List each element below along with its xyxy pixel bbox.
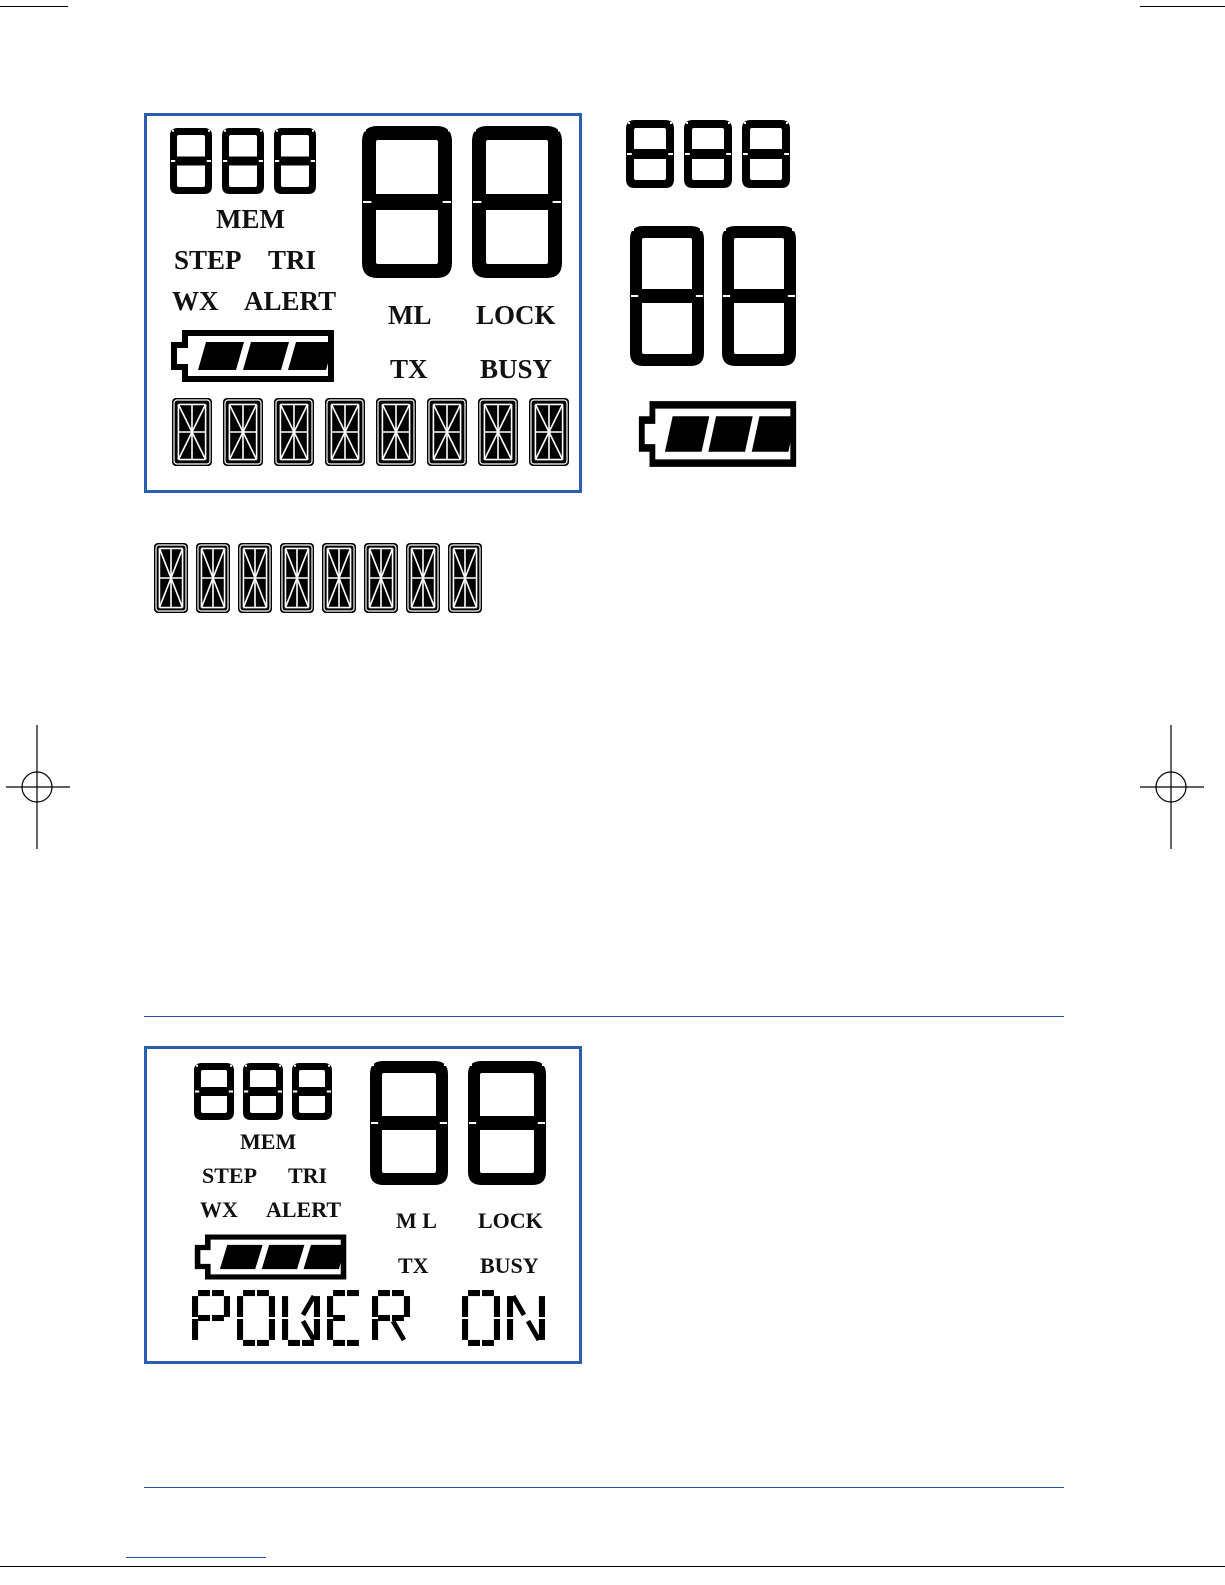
- sixteen-segment-character: [154, 543, 188, 613]
- label-step: STEP: [174, 247, 242, 274]
- battery-bar: [220, 1245, 263, 1269]
- seven-segment-digits: [370, 1061, 546, 1185]
- sixteen-segment-character: [282, 1296, 320, 1346]
- panel1-small-digits: [170, 128, 316, 199]
- sixteen-segment-display: [154, 543, 482, 613]
- section-divider: [144, 1487, 1064, 1488]
- label-step: STEP: [202, 1165, 257, 1187]
- crop-mark-top-right: [1140, 6, 1225, 7]
- sixteen-segment-character: [192, 1290, 230, 1340]
- seven-segment-digit: [222, 128, 264, 194]
- seven-segment-digit: [626, 120, 674, 188]
- battery-icon: [168, 326, 338, 386]
- battery-icon: [192, 1231, 350, 1283]
- seven-segment-digit: [274, 128, 316, 194]
- battery-bar: [243, 342, 289, 370]
- battery-bar: [665, 416, 709, 451]
- seven-segment-digit: [170, 128, 212, 194]
- seven-segment-digit: [468, 1061, 546, 1185]
- label-tx: TX: [398, 1255, 429, 1277]
- battery-bar: [708, 416, 752, 451]
- battery-icon: [636, 396, 800, 472]
- label-mem: MEM: [216, 206, 285, 233]
- seven-segment-digit: [742, 120, 790, 188]
- registration-crosshair-icon: [6, 725, 70, 849]
- sixteen-segment-character: [280, 543, 314, 613]
- crop-mark-bottom: [0, 1566, 1225, 1567]
- seven-segment-digit: [472, 126, 562, 278]
- seven-segment-digits: [194, 1063, 332, 1120]
- label-lock: LOCK: [476, 302, 556, 329]
- label-alert: ALERT: [266, 1199, 341, 1221]
- label-busy: BUSY: [480, 356, 552, 383]
- sixteen-segment-character: [507, 1296, 545, 1340]
- seven-segment-digit: [194, 1063, 234, 1120]
- panel2-power-on-display: [192, 1290, 545, 1351]
- label-wx: WX: [172, 288, 219, 315]
- battery-bar: [288, 342, 334, 370]
- label-tri: TRI: [288, 1165, 327, 1187]
- registration-crosshair-icon: [1140, 725, 1204, 849]
- sixteen-segment-character: [448, 543, 482, 613]
- sixteen-segment-character: [376, 398, 416, 466]
- panel1-alphanumeric-display: [172, 398, 569, 471]
- panel2-small-digits: [194, 1063, 332, 1125]
- seven-segment-digits: [630, 226, 796, 366]
- crop-mark-top-left: [0, 6, 68, 7]
- seven-segment-digits: [170, 128, 316, 194]
- sixteen-segment-character: [237, 1290, 275, 1346]
- label-ml: M L: [396, 1210, 437, 1232]
- crop-mark-bottom-short: [126, 1557, 266, 1558]
- battery-bar: [304, 1245, 347, 1269]
- section-divider: [144, 1016, 1064, 1017]
- seven-segment-digits: [626, 120, 790, 188]
- sixteen-segment-character: [322, 543, 356, 613]
- sixteen-segment-character: [478, 398, 518, 466]
- standalone-alphanumeric-display: [154, 543, 482, 618]
- seven-segment-digit: [722, 226, 796, 366]
- label-lock: LOCK: [478, 1210, 543, 1232]
- seven-segment-digit: [370, 1061, 448, 1185]
- seven-segment-digit: [243, 1063, 283, 1120]
- label-ml: ML: [388, 302, 432, 329]
- panel2-big-digits: [370, 1061, 546, 1190]
- label-wx: WX: [200, 1199, 238, 1221]
- label-busy: BUSY: [480, 1255, 539, 1277]
- sixteen-segment-character: [238, 543, 272, 613]
- sixteen-segment-character: [427, 398, 467, 466]
- battery-bar: [198, 342, 244, 370]
- label-mem: MEM: [240, 1131, 296, 1153]
- sixteen-segment-character: [172, 398, 212, 466]
- seven-segment-digit: [684, 120, 732, 188]
- sixteen-segment-character: [327, 1290, 359, 1346]
- label-alert: ALERT: [244, 288, 336, 315]
- standalone-big-digits: [630, 226, 796, 371]
- sixteen-segment-character: [196, 543, 230, 613]
- sixteen-segment-character: [462, 1290, 500, 1346]
- standalone-small-digits: [626, 120, 790, 193]
- sixteen-segment-character: [529, 398, 569, 466]
- sixteen-segment-character: [325, 398, 365, 466]
- sixteen-segment-character: [274, 398, 314, 466]
- seven-segment-digit: [630, 226, 704, 366]
- sixteen-segment-character: [406, 543, 440, 613]
- seven-segment-digits: [362, 126, 562, 278]
- label-tri: TRI: [268, 247, 316, 274]
- sixteen-segment-character: [223, 398, 263, 466]
- seven-segment-digit: [362, 126, 452, 278]
- sixteen-segment-character: [372, 1290, 410, 1340]
- label-tx: TX: [390, 356, 428, 383]
- sixteen-segment-display: [172, 398, 569, 466]
- panel1-big-digits: [362, 126, 562, 283]
- sixteen-segment-display: [192, 1290, 545, 1346]
- battery-bar: [262, 1245, 305, 1269]
- battery-bar: [752, 416, 796, 451]
- seven-segment-digit: [292, 1063, 332, 1120]
- sixteen-segment-character: [364, 543, 398, 613]
